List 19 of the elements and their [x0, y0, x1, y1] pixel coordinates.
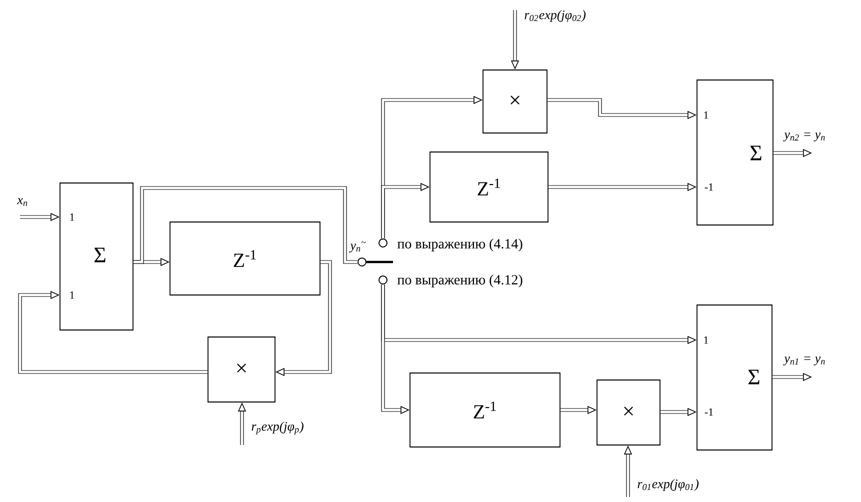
summer-box: 1 Σ -1 [696, 80, 774, 226]
signal-label: r$_{02}$exp(jφ$_{02}$) [524, 10, 586, 22]
signal-label: r$_{01}$exp(jφ$_{01}$) [638, 479, 699, 491]
signal-label: x$_{n}$ [17, 198, 28, 206]
signal-label: r$_{p}$exp(jφ$_{p}$) [252, 422, 304, 434]
delay-box: Z$^{-1}$ [170, 222, 320, 296]
position-label: по выражению (4.12) [397, 274, 522, 288]
multiplier-box: × [482, 70, 548, 134]
summer-box: 1 Σ 1 [60, 182, 134, 330]
arrow [18, 290, 208, 374]
position-label: по выражению (4.14) [397, 238, 522, 252]
signal-label: y$_{n2}$ = y$_{n}$ [783, 132, 825, 142]
delay-box: Z$^{-1}$ [410, 372, 560, 448]
signal-label: y$_{n}$~ [349, 242, 366, 252]
multiplier-box: × [208, 336, 276, 402]
signal-label: y$_{n1}$ = y$_{n}$ [783, 356, 825, 366]
delay-box: Z$^{-1}$ [430, 152, 548, 222]
multiplier-box: × [596, 380, 660, 446]
summer-box: 1 Σ -1 [696, 304, 772, 450]
